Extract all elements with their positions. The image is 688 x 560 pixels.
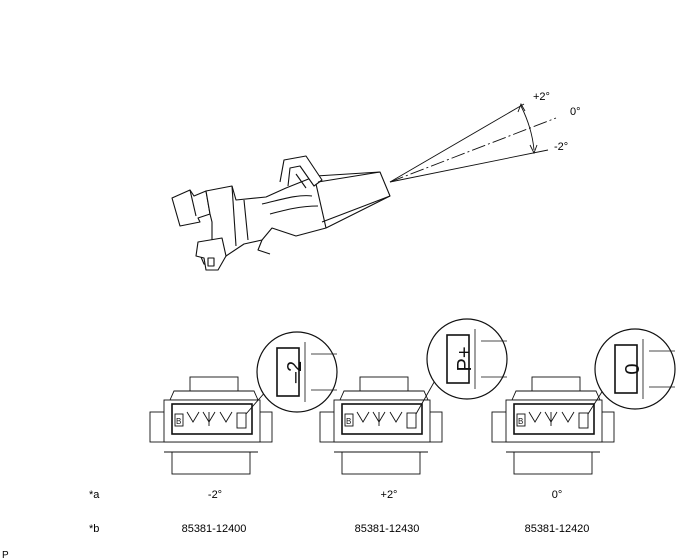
zero-line xyxy=(389,117,557,183)
plate-letter-2: B xyxy=(346,417,351,426)
connector-view-1: B –2 xyxy=(149,331,338,475)
connector-mark-2: P+ xyxy=(454,346,476,371)
connector-view-2: B P+ xyxy=(319,318,508,475)
connector-part-3: 85381-12420 xyxy=(525,523,590,535)
nozzle-drawing xyxy=(171,155,391,271)
spray-angle-lines xyxy=(389,102,557,183)
connector-mark-3: 0 xyxy=(622,363,644,374)
connector-angle-2: +2° xyxy=(381,489,398,501)
minus-2-line xyxy=(389,149,549,183)
connector-part-1: 85381-12400 xyxy=(182,523,247,535)
connector-part-2: 85381-12430 xyxy=(355,523,420,535)
row-label-a: *a xyxy=(89,489,100,501)
plate-letter-3: B xyxy=(518,417,523,426)
connectors-group: B–2BP+B0 xyxy=(149,318,676,475)
connector-angle-1: -2° xyxy=(208,489,222,501)
connector-mark-1: –2 xyxy=(284,361,306,383)
connector-angle-3: 0° xyxy=(552,489,563,501)
angle-zero-label: 0° xyxy=(570,106,581,118)
row-label-b: *b xyxy=(89,523,99,535)
angle-plus-label: +2° xyxy=(533,91,550,103)
angle-minus-label: -2° xyxy=(554,141,568,153)
figure-tag: P xyxy=(2,550,9,560)
connector-view-3: B0 xyxy=(491,328,676,475)
plate-letter-1: B xyxy=(176,417,181,426)
plus-2-line xyxy=(389,103,525,183)
